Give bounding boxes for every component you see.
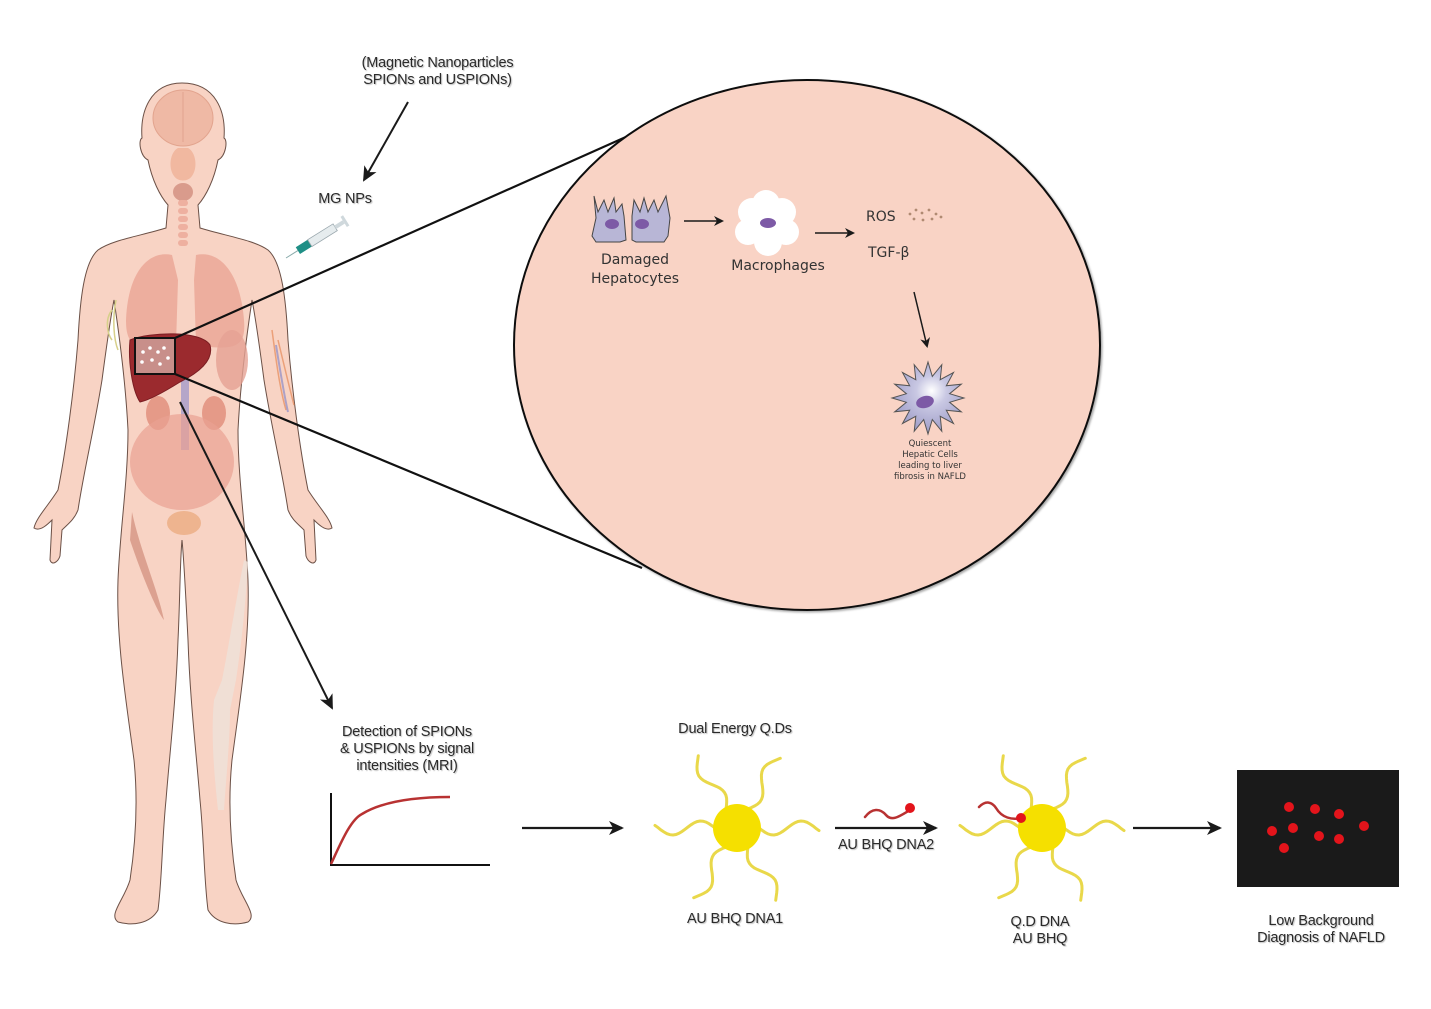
hepatocytes-label-line2: Hepatocytes: [590, 271, 680, 287]
dna-strand: [695, 754, 729, 811]
fluorescent-signal-dot: [1284, 802, 1294, 812]
stellate-label-line2: Hepatic Cells: [902, 450, 958, 460]
mri-detection-line2: & USPIONs by signal: [340, 741, 474, 757]
liver-zoom-circle: [513, 79, 1101, 611]
quantum-dot-core: [1018, 804, 1066, 852]
dna-strand: [1050, 845, 1084, 902]
fluorescent-signal-dot: [1310, 804, 1320, 814]
ros-label: ROS: [866, 209, 896, 225]
dna-strand: [692, 845, 728, 900]
liver-nanoparticles: [140, 346, 170, 366]
bhq-dna2-strand: [863, 803, 915, 820]
result-label-line1: Low Background: [1268, 913, 1374, 929]
dna-strand: [997, 845, 1033, 900]
nanoparticles-note-line1: (Magnetic Nanoparticles: [361, 55, 514, 71]
leg-bone: [212, 560, 248, 810]
thigh-muscle: [130, 512, 164, 620]
quantum-dot-1: [653, 754, 821, 902]
quantum-dot-2: [958, 754, 1126, 902]
macrophages-label: Macrophages: [731, 258, 825, 274]
tgf-beta-label: TGF-β: [868, 245, 910, 261]
result-label-line2: Diagnosis of NAFLD: [1257, 930, 1385, 946]
result-label: Low Background Diagnosis of NAFLD: [1236, 913, 1406, 947]
intestines: [130, 414, 234, 510]
stellate-cell-label: Quiescent Hepatic Cells leading to liver…: [880, 439, 980, 483]
hepatocytes-label-line1: Damaged: [601, 252, 669, 268]
zoom-line-bottom: [174, 372, 643, 570]
dna-strand: [653, 819, 717, 837]
bladder: [167, 511, 201, 535]
zoom-line-top: [174, 126, 647, 340]
mri-detection-label: Detection of SPIONs & USPIONs by signal …: [322, 724, 492, 775]
stellate-label-line3: leading to liver: [898, 461, 962, 471]
quencher-dot: [1016, 813, 1026, 823]
qd2-caption: Q.D DNA AU BHQ: [980, 914, 1100, 948]
quencher-dot: [905, 803, 915, 813]
dual-energy-qd-title: Dual Energy Q.Ds: [678, 721, 792, 737]
syringe-icon: [285, 215, 350, 259]
arrow-liver-to-detection: [179, 401, 333, 710]
stellate-label-line1: Quiescent: [908, 439, 952, 449]
damaged-hepatocytes-icon: [591, 194, 671, 243]
qd2-caption-line1: Q.D DNA: [1010, 914, 1070, 930]
macrophage-icon: [735, 190, 799, 256]
arrow-tgf-to-stellate: [913, 291, 930, 348]
mri-detection-line1: Detection of SPIONs: [342, 724, 472, 740]
dna-strand: [746, 756, 782, 811]
dna2-arrow-label: AU BHQ DNA2: [837, 837, 935, 853]
fluorescent-signal-dot: [1334, 809, 1344, 819]
fluorescent-signal-dot: [1288, 823, 1298, 833]
liver-zoom-box: [134, 337, 176, 375]
dna-strand: [1051, 756, 1087, 811]
quantum-dot-core: [713, 804, 761, 852]
dna-strand: [757, 819, 821, 837]
fluorescent-signal-dot: [1359, 821, 1369, 831]
mg-nps-label: MG NPs: [318, 191, 372, 207]
mri-signal-graph: [329, 793, 490, 866]
fluorescent-signal-dot: [1334, 834, 1344, 844]
nanoparticles-note-line2: SPIONs and USPIONs): [363, 72, 512, 88]
dna-strand: [745, 845, 779, 902]
left-lung: [126, 254, 178, 348]
spine: [178, 200, 188, 246]
dna-strand: [1062, 819, 1126, 837]
nanoparticles-note: (Magnetic Nanoparticles SPIONs and USPIO…: [330, 55, 545, 89]
arrow-nanoparticles-to-mgnps: [363, 101, 409, 182]
ros-particles-icon: [908, 208, 943, 222]
dna-strand: [1000, 754, 1034, 811]
human-body-figure: [33, 82, 333, 925]
dna-strand: [958, 819, 1022, 837]
qd1-caption: AU BHQ DNA1: [686, 911, 784, 927]
stellate-cell-icon: [890, 360, 966, 436]
hepatocytes-label: Damaged Hepatocytes: [580, 251, 690, 289]
stellate-label-line4: fibrosis in NAFLD: [894, 472, 966, 482]
throat: [170, 148, 196, 181]
fluorescence-detection-panel: [1237, 770, 1399, 887]
fluorescent-signal-dot: [1314, 831, 1324, 841]
signal-intensity-curve: [329, 795, 451, 865]
mri-detection-line3: intensities (MRI): [356, 758, 458, 774]
fluorescent-signal-dot: [1279, 843, 1289, 853]
fluorescent-signal-dot: [1267, 826, 1277, 836]
qd2-caption-line2: AU BHQ: [1012, 931, 1068, 947]
